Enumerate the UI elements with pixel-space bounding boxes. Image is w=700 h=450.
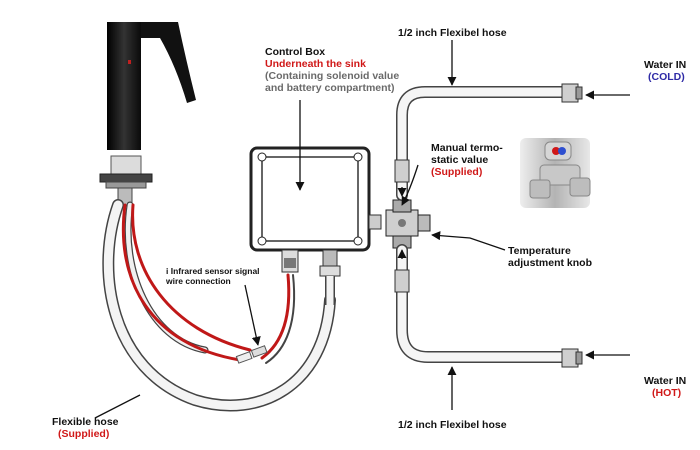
control-box-location: Underneath the sink — [265, 58, 366, 70]
temp-knob-line-1: Temperature — [508, 245, 571, 257]
manual-valve-line-1: Manual termo- — [431, 142, 503, 154]
water-in-cold-label: Water IN — [644, 59, 687, 71]
control-box — [249, 146, 382, 277]
faucet — [107, 22, 196, 150]
thermostatic-valve — [385, 199, 431, 249]
hose-top-label: 1/2 inch Flexibel hose — [398, 27, 507, 39]
sensor-label-line-2: wire connection — [166, 276, 231, 286]
manual-valve-line-2: static value — [431, 154, 489, 166]
control-box-desc-1: (Containing solenoid value — [265, 70, 400, 82]
valve-photo — [520, 138, 591, 208]
flexible-hose-label: Flexible hose — [52, 416, 119, 428]
flexible-hose-supplied: (Supplied) — [58, 428, 110, 440]
hot-hose — [394, 244, 583, 368]
temp-knob-line-2: adjustment knob — [508, 257, 593, 269]
cold-hose — [394, 83, 583, 201]
control-box-title: Control Box — [265, 46, 326, 58]
sensor-label-line-1: i Infrared sensor signal — [166, 266, 260, 276]
control-box-desc-2: and battery compartment) — [265, 82, 395, 94]
hot-label: (HOT) — [652, 387, 682, 399]
hose-bottom-label: 1/2 inch Flexibel hose — [398, 419, 507, 431]
sensor-wires — [121, 203, 296, 364]
water-in-hot-label: Water IN — [644, 375, 687, 387]
cold-label: (COLD) — [648, 71, 685, 83]
faucet-mount — [99, 155, 153, 207]
leader-lines — [94, 40, 630, 419]
manual-valve-supplied: (Supplied) — [431, 166, 483, 178]
